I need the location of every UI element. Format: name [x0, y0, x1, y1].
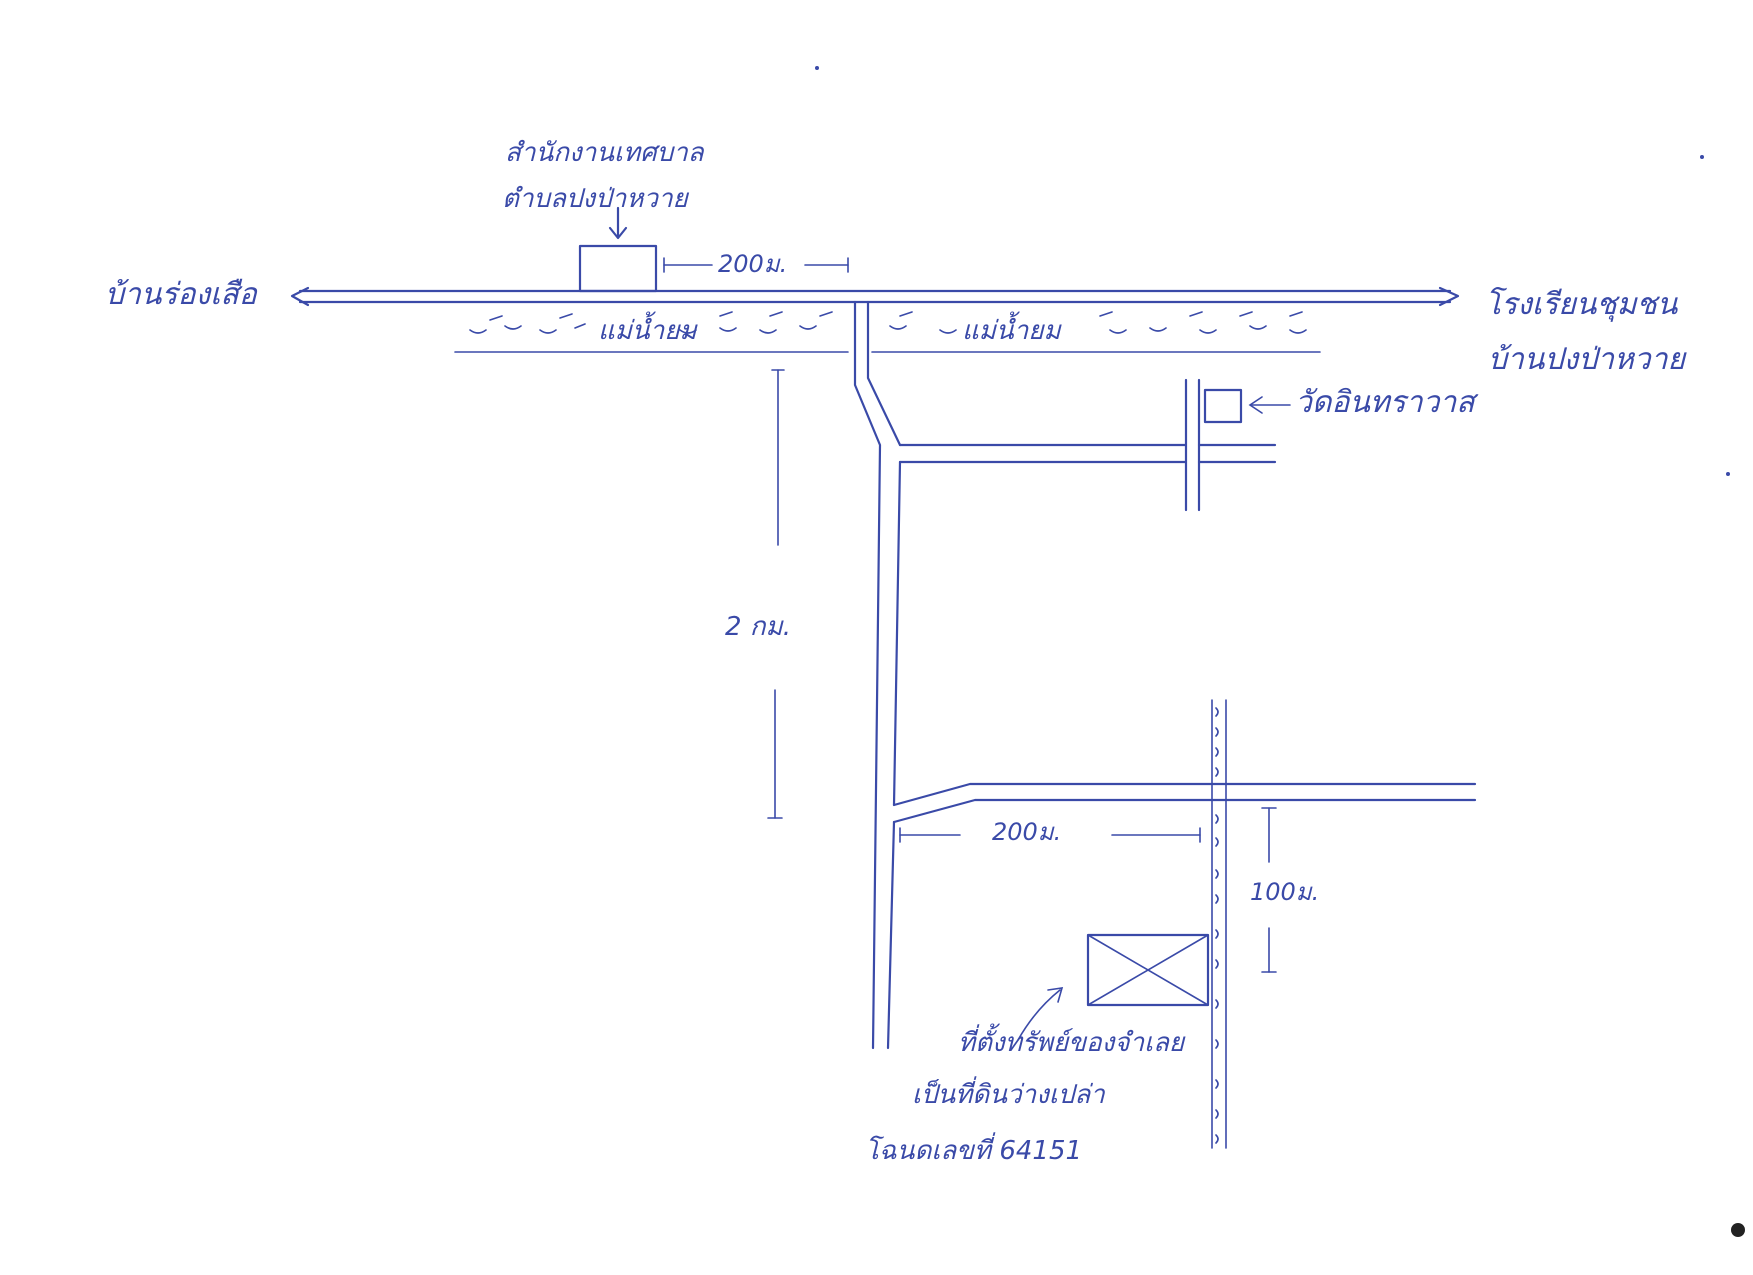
parcel-label-line3: โฉนดเลขที่ 64151: [865, 1136, 1083, 1166]
west-arrow: [290, 286, 310, 307]
river-label-right: แม่น้ำยม: [962, 316, 1061, 346]
distance-200m-top: 200ม.: [718, 250, 788, 278]
stray-blot: [1731, 1223, 1745, 1237]
south-road: [853, 300, 1187, 1050]
stray-dot: [815, 66, 819, 70]
temple-roads: [1184, 378, 1291, 512]
distance-2km: 2 กม.: [725, 612, 791, 642]
parcel-label-line1: ที่ตั้งทรัพย์ของจำเลย: [958, 1028, 1185, 1058]
east-arrow: [1438, 286, 1460, 307]
parcel-label-line2: เป็นที่ดินว่างเปล่า: [912, 1080, 1105, 1110]
office-label-line2: ตำบลปงป่าหวาย: [502, 184, 688, 214]
temple-label: วัดอินทราวาส: [1295, 385, 1475, 420]
temple-symbol: [1203, 388, 1243, 424]
canal-line: [1211, 699, 1227, 1149]
distance-200m-bottom: 200ม.: [992, 818, 1062, 846]
dimension-2km: [767, 369, 785, 819]
office-label-line1: สำนักงานเทศบาล: [505, 138, 704, 168]
distance-100m: 100ม.: [1250, 878, 1320, 906]
dimension-100m: [1261, 807, 1277, 973]
east-school-label-line2: บ้านปงป่าหวาย: [1488, 342, 1686, 377]
east-branch-road: [892, 782, 1477, 824]
river-yom: [454, 311, 1321, 353]
west-village-label: บ้านร่องเสือ: [105, 277, 257, 312]
main-road: [290, 286, 1460, 307]
office-building-symbol: [578, 244, 658, 293]
parcel-symbol: [1017, 933, 1210, 1041]
east-school-label-line1: โรงเรียนชุมชน: [1485, 287, 1678, 322]
dimension-200m-bottom: [899, 827, 1201, 843]
river-label-left: แม่น้ำยม: [598, 316, 697, 346]
